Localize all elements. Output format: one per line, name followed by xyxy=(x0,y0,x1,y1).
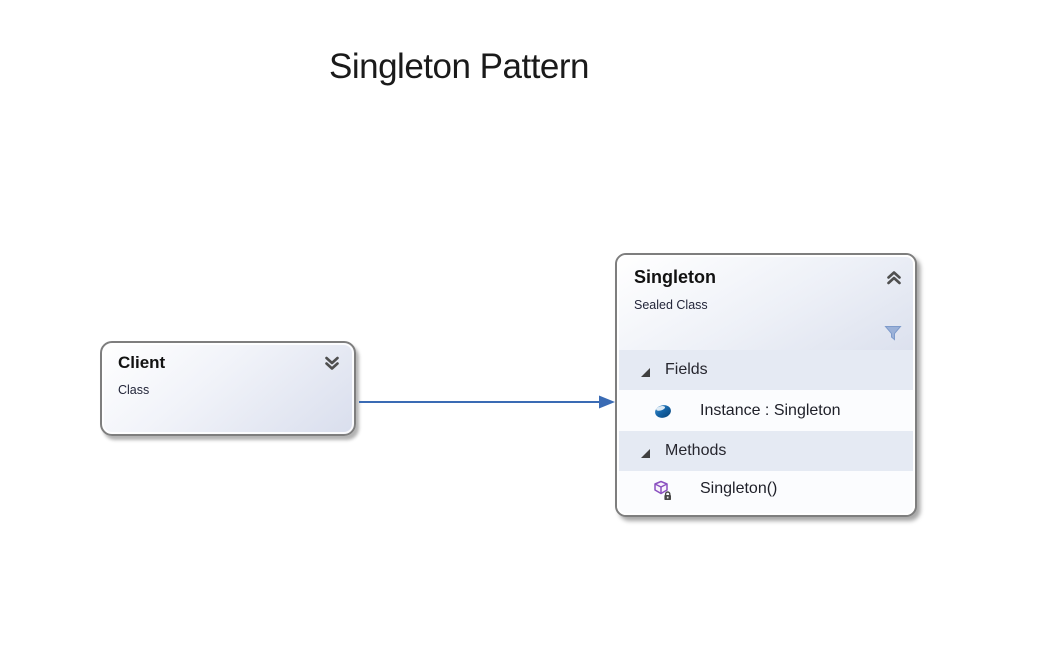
client-class-name: Client xyxy=(118,353,166,372)
private-method-icon xyxy=(653,480,673,500)
member-label-constructor: Singleton() xyxy=(700,480,778,497)
class-node-singleton[interactable]: Singleton Sealed Class xyxy=(615,253,917,517)
member-label-instance: Instance : Singleton xyxy=(700,401,841,419)
member-row-constructor[interactable]: Singleton() xyxy=(619,471,913,513)
singleton-class-name: Singleton xyxy=(634,267,716,287)
member-row-instance[interactable]: Instance : Singleton xyxy=(619,390,913,431)
section-label-fields: Fields xyxy=(665,361,708,378)
expander-triangle-icon[interactable] xyxy=(640,365,651,377)
singleton-header: Singleton Sealed Class xyxy=(619,257,913,350)
diagram-title: Singleton Pattern xyxy=(329,47,590,86)
section-label-methods: Methods xyxy=(665,442,727,459)
class-node-client[interactable]: Client Class xyxy=(100,341,356,436)
singleton-node-body: Singleton Sealed Class xyxy=(617,255,915,515)
double-chevron-up-icon[interactable] xyxy=(884,268,904,288)
association-arrow[interactable] xyxy=(356,391,616,413)
filter-funnel-icon[interactable] xyxy=(883,323,903,343)
methods-section-header[interactable]: Methods xyxy=(619,431,913,471)
field-icon xyxy=(653,401,673,421)
fields-section-header[interactable]: Fields xyxy=(619,350,913,390)
singleton-class-kind: Sealed Class xyxy=(634,298,708,312)
double-chevron-down-icon[interactable] xyxy=(322,353,342,373)
client-class-kind: Class xyxy=(118,383,150,397)
expander-triangle-icon[interactable] xyxy=(640,446,651,458)
